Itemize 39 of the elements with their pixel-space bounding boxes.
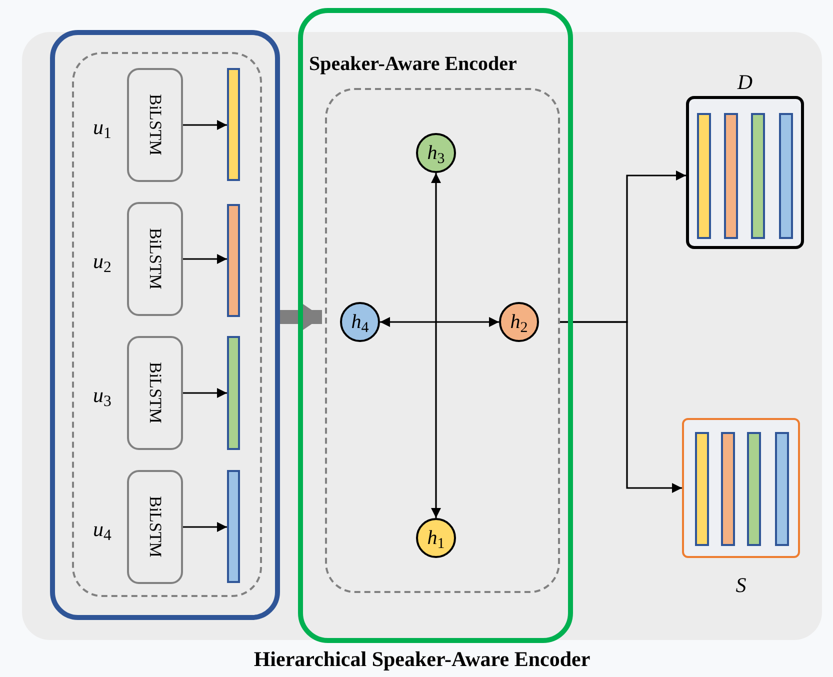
vector-bar	[724, 113, 738, 239]
bilstm-label: BiLSTM	[144, 94, 166, 156]
utterance-label: u$_{2}$	[93, 248, 112, 278]
speaker-encoder-frame	[298, 8, 573, 643]
hidden-state-label: h$_{2}$	[510, 312, 528, 332]
vector-bar	[227, 204, 240, 317]
vector-bar	[747, 432, 761, 546]
arrow	[183, 120, 227, 130]
hidden-state-label: h$_{1}$	[427, 528, 445, 548]
matrix-label: D	[736, 69, 754, 96]
vector-bar	[227, 68, 240, 181]
arrow	[560, 321, 682, 493]
vector-bar	[721, 432, 735, 546]
hidden-state-label: h$_{3}$	[427, 143, 445, 163]
vector-bar	[775, 432, 789, 546]
matrix-label: S	[734, 572, 748, 599]
dashed-group-box	[325, 88, 560, 593]
vector-bar	[227, 470, 240, 583]
arrow	[183, 254, 227, 264]
dashed-group-box	[72, 52, 262, 597]
utterance-encoder-frame	[50, 30, 280, 620]
arrow	[380, 317, 499, 327]
encoder-title: Speaker-Aware Encoder	[309, 52, 517, 77]
utterance-label: u$_{4}$	[93, 516, 112, 546]
hidden-state-label: h$_{4}$	[351, 312, 369, 332]
vector-bar	[697, 113, 711, 239]
arrow	[183, 522, 227, 532]
bilstm-label: BiLSTM	[144, 228, 166, 290]
arrow	[431, 173, 441, 518]
bilstm-label: BiLSTM	[144, 496, 166, 558]
vector-bar	[695, 432, 709, 546]
vector-bar	[751, 113, 765, 239]
encoder-label: Hierarchical Speaker-Aware Encoder	[252, 646, 592, 673]
utterance-label: u$_{3}$	[93, 382, 112, 412]
utterance-label: u$_{1}$	[93, 114, 112, 144]
bilstm-label: BiLSTM	[144, 362, 166, 424]
arrow	[183, 388, 227, 398]
vector-bar	[227, 336, 240, 450]
vector-bar	[779, 113, 793, 239]
